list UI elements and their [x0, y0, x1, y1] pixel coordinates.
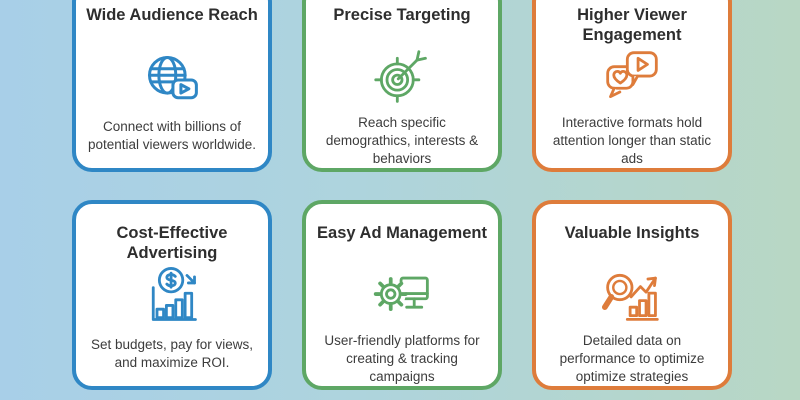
card-description: Reach specific demograthics, interests &…	[325, 115, 479, 167]
card-description: User-friendly platforms for creating & t…	[324, 333, 480, 385]
card-title: Higher Viewer Engagement	[577, 6, 687, 45]
card-cost-effective-advertising: Cost-Effective Advertising Set budgets, …	[72, 200, 272, 390]
magnifier-growth-icon	[602, 265, 662, 325]
card-description: Detailed data on performance to optimize…	[559, 333, 705, 385]
card-easy-ad-management: Easy Ad Management	[302, 200, 502, 390]
dollar-growth-chart-icon	[142, 265, 202, 329]
card-title: Precise Targeting	[333, 6, 471, 24]
card-description: Connect with billions of potential viewe…	[87, 119, 257, 152]
card-title: Cost-Effective Advertising	[116, 224, 228, 263]
globe-play-icon	[142, 47, 202, 111]
chat-heart-play-icon	[602, 47, 662, 107]
card-description: Set budgets, pay for views, and maximize…	[90, 337, 254, 370]
gear-monitor-icon	[371, 265, 433, 325]
benefits-grid: Wide Audience Reach Connect with billion…	[72, 0, 732, 390]
card-title: Wide Audience Reach	[86, 6, 258, 24]
card-valuable-insights: Valuable Insights Detailed data on perfo…	[532, 200, 732, 390]
target-arrow-icon	[372, 47, 432, 107]
card-wide-audience-reach: Wide Audience Reach Connect with billion…	[72, 0, 272, 172]
card-precise-targeting: Precise Targeting Reach specific demogra…	[302, 0, 502, 172]
card-title: Easy Ad Management	[317, 224, 487, 242]
card-higher-viewer-engagement: Higher Viewer Engagement Interactive for…	[532, 0, 732, 172]
card-description: Interactive formats hold attention longe…	[552, 115, 712, 167]
card-title: Valuable Insights	[564, 224, 700, 242]
